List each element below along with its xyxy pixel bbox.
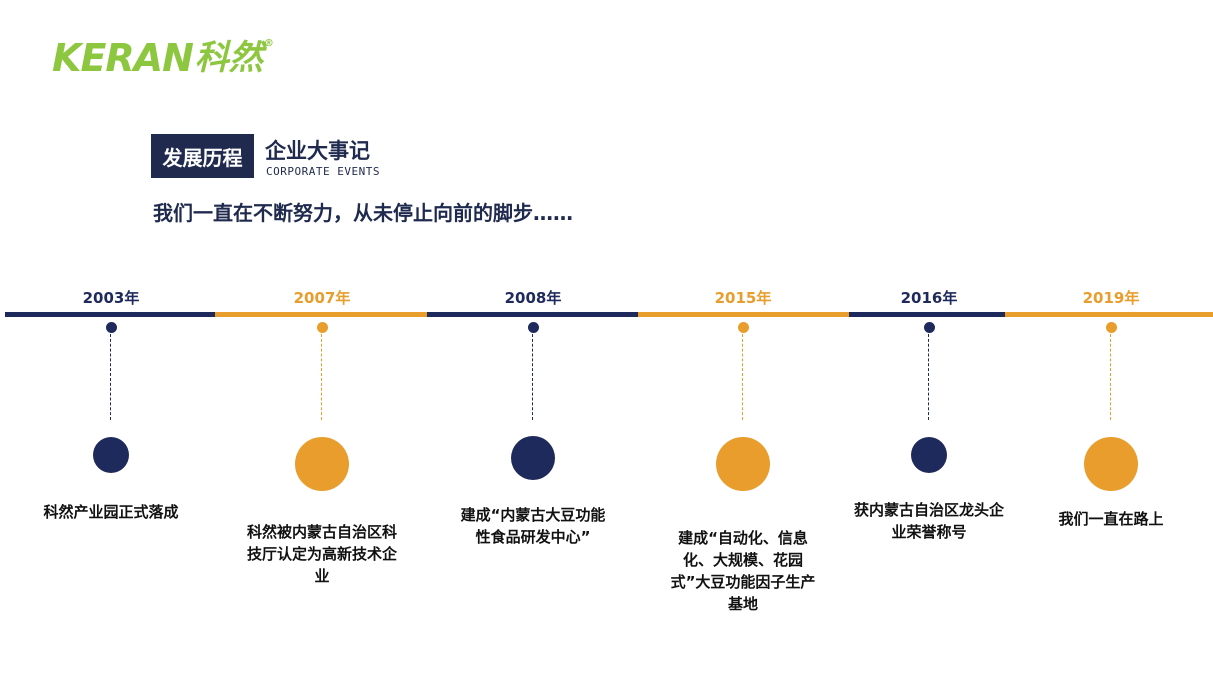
timeline-segment bbox=[849, 312, 1005, 317]
timeline-connector bbox=[110, 334, 112, 420]
timeline-marker-dot bbox=[737, 322, 749, 333]
section-subtitle: CORPORATE EVENTS bbox=[266, 165, 380, 178]
timeline-connector bbox=[532, 334, 534, 420]
timeline-year: 2008年 bbox=[504, 289, 562, 307]
timeline-year: 2015年 bbox=[714, 289, 772, 307]
timeline-event-dot bbox=[1084, 437, 1138, 491]
timeline-year: 2016年 bbox=[900, 289, 958, 307]
timeline-marker-dot bbox=[1105, 322, 1117, 333]
timeline-segment bbox=[1005, 312, 1213, 317]
company-logo: KERAN 科然 ® bbox=[52, 36, 274, 80]
timeline-marker-dot bbox=[316, 322, 328, 333]
timeline-event-text: 科然被内蒙古自治区科技厅认定为高新技术企业 bbox=[247, 523, 398, 585]
section-tag: 发展历程 bbox=[151, 134, 254, 178]
timeline-segment bbox=[5, 312, 215, 317]
timeline-marker-dot bbox=[923, 322, 935, 333]
timeline-event-dot bbox=[93, 437, 129, 473]
timeline-marker-dot bbox=[105, 322, 117, 333]
timeline-event-text: 建成“自动化、信息化、大规模、花园式”大豆功能因子生产基地 bbox=[670, 529, 816, 613]
timeline-event-dot bbox=[295, 437, 349, 491]
timeline-connector bbox=[928, 334, 930, 420]
logo-latin-text: KERAN bbox=[52, 36, 194, 80]
timeline-segment bbox=[215, 312, 427, 317]
timeline-connector bbox=[742, 334, 744, 420]
timeline-marker-dot bbox=[527, 322, 539, 333]
timeline-event-text: 建成“内蒙古大豆功能性食品研发中心” bbox=[460, 506, 606, 546]
timeline-event-dot bbox=[716, 437, 770, 491]
timeline-segment bbox=[638, 312, 849, 317]
timeline-event-dot bbox=[511, 436, 555, 480]
timeline-year: 2003年 bbox=[82, 289, 140, 307]
timeline-event-text: 我们一直在路上 bbox=[1058, 510, 1164, 528]
timeline-year: 2019年 bbox=[1082, 289, 1140, 307]
timeline-event-dot bbox=[911, 437, 947, 473]
logo-cjk-text: 科然 bbox=[194, 38, 263, 78]
timeline-event-text: 科然产业园正式落成 bbox=[43, 503, 179, 521]
registered-mark: ® bbox=[263, 38, 274, 49]
slogan-text: 我们一直在不断努力，从未停止向前的脚步…… bbox=[153, 201, 573, 225]
timeline-event-text: 获内蒙古自治区龙头企业荣誉称号 bbox=[854, 501, 1005, 541]
timeline-segment bbox=[427, 312, 638, 317]
timeline-connector bbox=[321, 334, 323, 420]
section-title: 企业大事记 bbox=[265, 139, 370, 163]
timeline-year: 2007年 bbox=[293, 289, 351, 307]
timeline-connector bbox=[1110, 334, 1112, 420]
